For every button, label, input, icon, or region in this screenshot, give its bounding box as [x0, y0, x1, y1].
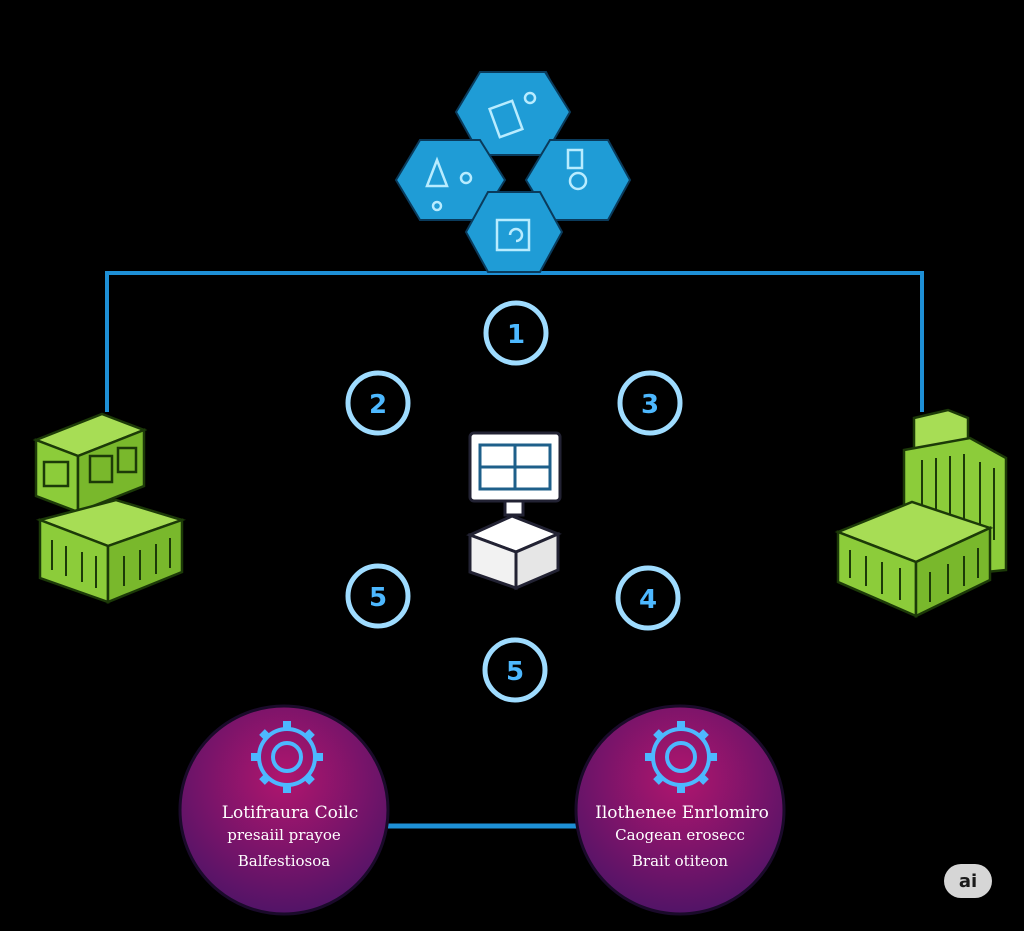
step-label: 5: [369, 583, 387, 613]
ai-badge[interactable]: ai: [944, 864, 992, 898]
hexagon-cluster-icon: [394, 71, 632, 273]
warehouse-icon: [32, 412, 187, 604]
gear-icon: [645, 721, 717, 793]
hub-left-line-2: presaiil prayoe: [227, 826, 341, 844]
step-marker-2: 2: [345, 370, 411, 436]
step-marker-4: 4: [615, 565, 681, 631]
step-marker-1: 1: [483, 300, 549, 366]
step-label: 2: [369, 390, 387, 420]
step-marker-5-bottom: 5: [482, 637, 548, 703]
factory-icon: [834, 408, 1008, 618]
hub-right-line-1: Ilothenee Enrlomiro: [595, 803, 769, 823]
computer-package-icon: [466, 431, 562, 591]
hub-right-line-2: Caogean erosecc: [615, 826, 745, 844]
hub-left: Lotifraura Coilc presaiil prayoe Balfest…: [178, 704, 390, 916]
step-marker-3: 3: [617, 370, 683, 436]
hub-left-line-1: Lotifraura Coilc: [222, 803, 359, 823]
step-marker-5-left: 5: [345, 563, 411, 629]
step-label: 5: [506, 657, 524, 687]
hub-left-line-3: Balfestiosoa: [238, 852, 330, 870]
step-label: 3: [641, 390, 659, 420]
step-label: 4: [639, 585, 657, 615]
gear-icon: [251, 721, 323, 793]
hub-right-line-3: Brait otiteon: [632, 852, 729, 870]
step-label: 1: [507, 320, 525, 350]
hub-right: Ilothenee Enrlomiro Caogean erosecc Brai…: [574, 704, 786, 916]
